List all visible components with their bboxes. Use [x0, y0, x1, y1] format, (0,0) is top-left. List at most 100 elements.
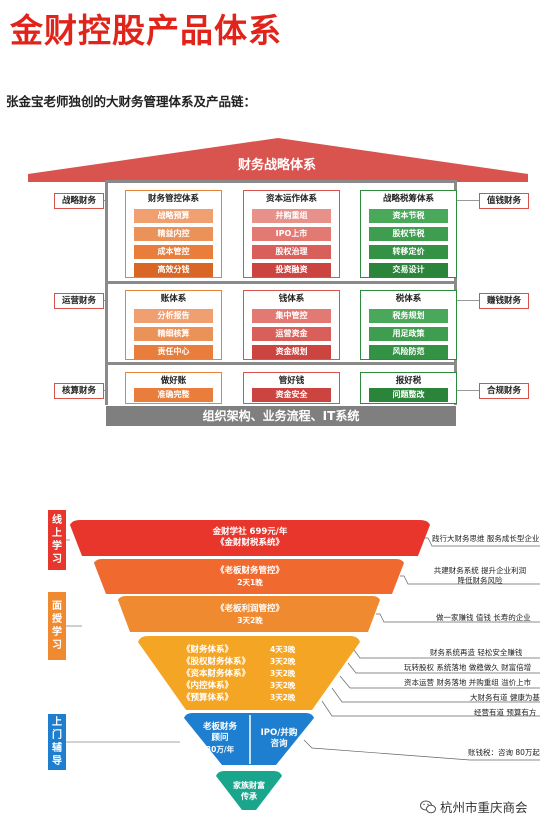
wechat-icon [420, 800, 436, 813]
house-beam-top [105, 180, 457, 183]
roof-title: 财务战略体系 [237, 158, 316, 173]
level6-label: 家族财富 传承 [219, 780, 279, 802]
course-duration: 3天2晚 [270, 657, 296, 666]
level5-left-label: 老板财务 顾问 30万/年 [192, 722, 248, 755]
item-investment-financing: 投资融资 [252, 263, 331, 277]
box-do-accounts: 做好账 准确完整 [125, 372, 222, 404]
level5-advisor-price: 30万/年 [205, 745, 235, 754]
level5-ipo-title: IPO/并购 [260, 728, 298, 738]
level2-note-line2: 降低财务风险 [457, 576, 503, 585]
level3-course: 《老板利润管控》 [215, 604, 284, 614]
connector-right-1 [457, 200, 479, 201]
box-report-tax: 报好税 问题整改 [360, 372, 457, 404]
box-manage-money: 管好钱 资金安全 [243, 372, 340, 404]
item-ipo: IPO上市 [252, 227, 331, 241]
item-centralized-control: 集中管控 [252, 309, 331, 323]
item-strategic-budget: 战略预算 [134, 209, 213, 223]
house-beam-mid1 [105, 281, 457, 284]
level3-label: 《老板利润管控》 3天2晚 [190, 604, 310, 626]
item-transaction-design: 交易设计 [369, 263, 448, 277]
course-item: 《财务体系》 [182, 645, 234, 655]
course-duration: 3天2晚 [270, 669, 296, 678]
house-base: 组织架构、业务流程、IT系统 [106, 406, 456, 426]
level2-duration: 2天1晚 [237, 578, 263, 587]
item-fund-safety: 资金安全 [252, 388, 331, 402]
house-beam-mid2 [105, 362, 457, 365]
left-label-accounting: 核算财务 [54, 383, 104, 399]
level6-line2: 传承 [241, 792, 257, 801]
course-duration: 3天2晚 [270, 693, 296, 702]
level5-note: 账钱税：咨询 80万起 [468, 748, 540, 757]
level1-note: 践行大财务思维 服务成长型企业 [432, 534, 540, 543]
level6-line1: 家族财富 [233, 781, 265, 790]
right-label-value: 值钱财务 [479, 193, 529, 209]
item-accurate-complete: 准确完整 [134, 388, 213, 402]
watermark-text: 杭州市重庆商会 [440, 800, 528, 815]
box-title: 账体系 [160, 294, 187, 304]
level2-note-line1: 共建财务系统 提升企业利润 [433, 566, 527, 575]
tab-face-learning: 面授学习 [48, 592, 66, 660]
level4-note-3: 资本运营 财务落地 并购重组 溢价上市 [404, 678, 532, 687]
left-label-operation: 运营财务 [54, 293, 104, 309]
box-title: 钱体系 [278, 294, 305, 304]
box-title: 战略税筹体系 [382, 194, 434, 204]
house-pillar-left [105, 183, 108, 405]
right-label-compliance: 合规财务 [479, 383, 529, 399]
box-tax-strategy: 战略税筹体系 资本节税 股权节税 转移定价 交易设计 [360, 190, 457, 278]
item-problem-rectification: 问题整改 [369, 388, 448, 402]
level4-durations: 4天3晚 3天2晚 3天2晚 3天2晚 3天2晚 [270, 644, 295, 704]
item-working-capital: 运营资金 [252, 327, 331, 341]
connector-right-3 [457, 390, 479, 391]
level2-course: 《老板财务管控》 [215, 566, 284, 576]
box-capital-operation: 资本运作体系 并购重组 IPO上市 股权治理 投资融资 [243, 190, 340, 278]
item-profit-distribution: 高效分钱 [134, 263, 213, 277]
level4-courses: 《财务体系》 《股权财务体系》 《资本财务体系》 《内控体系》 《预算体系》 [182, 644, 250, 704]
level5-right-label: IPO/并购 咨询 [252, 728, 306, 750]
course-duration: 3天2晚 [270, 681, 296, 690]
level5-ipo-sub: 咨询 [270, 739, 288, 749]
level1-label: 金财学社 699元/年 《金财财税系统》 [190, 527, 310, 549]
item-fine-accounting: 精细核算 [134, 327, 213, 341]
page-subtitle: 张金宝老师独创的大财务管理体系及产品链： [6, 94, 257, 109]
item-capital-tax-saving: 资本节税 [369, 209, 448, 223]
item-transfer-pricing: 转移定价 [369, 245, 448, 259]
item-analysis-report: 分析报告 [134, 309, 213, 323]
item-use-policy: 用足政策 [369, 327, 448, 341]
item-equity-tax-saving: 股权节税 [369, 227, 448, 241]
course-duration: 4天3晚 [270, 645, 296, 654]
left-label-strategy: 战略财务 [54, 193, 104, 209]
level4-note-5: 经营有道 预算有方 [474, 708, 537, 717]
item-merger: 并购重组 [252, 209, 331, 223]
course-item: 《股权财务体系》 [182, 657, 251, 667]
box-title: 资本运作体系 [265, 194, 317, 204]
level1-price: 金财学社 699元/年 [212, 527, 288, 537]
level5-advisor-title: 老板财务 [202, 722, 237, 732]
watermark: 杭州市重庆商会 [420, 797, 528, 816]
box-title: 报好税 [395, 376, 422, 386]
tab-online-learning: 线上学习 [48, 510, 66, 570]
course-item: 《资本财务体系》 [182, 669, 251, 679]
box-financial-control: 财务管控体系 战略预算 精益内控 成本管控 高效分钱 [125, 190, 222, 278]
roof [28, 138, 528, 182]
box-title: 做好账 [160, 376, 187, 386]
level2-note: 共建财务系统 提升企业利润 降低财务风险 [420, 566, 540, 586]
tab-onsite-coaching: 上门辅导 [48, 714, 66, 770]
item-lean-internal-control: 精益内控 [134, 227, 213, 241]
level3-note: 做一家赚钱 值钱 长寿的企业 [436, 613, 531, 622]
right-label-profit: 赚钱财务 [479, 293, 529, 309]
level1-product: 《金财财税系统》 [215, 538, 284, 548]
item-tax-planning: 税务规划 [369, 309, 448, 323]
level2-label: 《老板财务管控》 2天1晚 [190, 566, 310, 588]
box-money: 钱体系 集中管控 运营资金 资金规划 [243, 290, 340, 360]
level4-note-1: 财务系统再造 轻松安全赚钱 [430, 648, 523, 657]
level4-note-4: 大财务有道 健康为基 [470, 693, 540, 702]
item-equity-governance: 股权治理 [252, 245, 331, 259]
page-title: 金财控股产品体系 [10, 11, 282, 50]
course-item: 《内控体系》 [182, 681, 234, 691]
item-responsibility-center: 责任中心 [134, 345, 213, 359]
connector-right-2 [457, 300, 479, 301]
box-title: 税体系 [395, 294, 422, 304]
box-title: 财务管控体系 [147, 194, 199, 204]
item-cost-control: 成本管控 [134, 245, 213, 259]
level5-advisor-sub: 顾问 [211, 733, 229, 743]
